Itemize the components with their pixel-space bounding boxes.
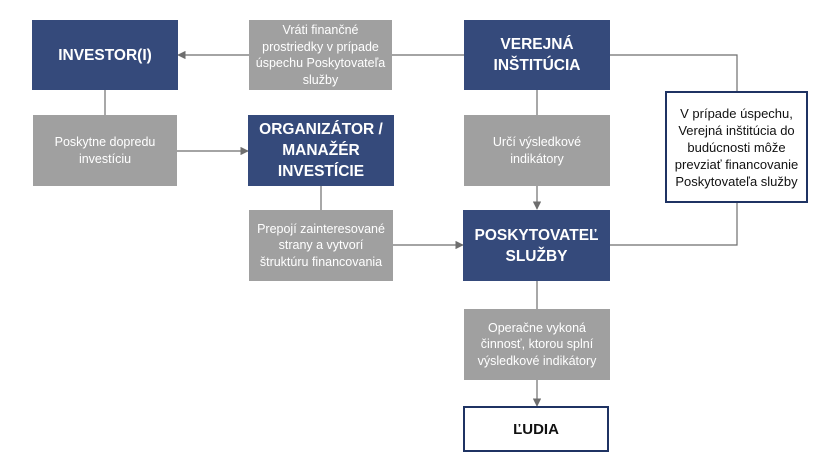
connector-institucia-to-note (610, 54, 738, 91)
poskytne-step: Poskytne dopredu investíciu (33, 115, 177, 186)
verejna-institucia-node: VEREJNÁ INŠTITÚCIA (464, 20, 610, 90)
prepoji-step: Prepojí zainteresované strany a vytvorí … (249, 210, 393, 281)
ludia-node: ĽUDIA (463, 406, 609, 452)
organizator-node: ORGANIZÁTOR / MANAŽÉR INVESTÍCIE (248, 115, 394, 186)
vrati-step: Vráti finančné prostriedky v prípade úsp… (249, 20, 392, 90)
connector-note-to-poskytovatel (610, 203, 738, 246)
poskytovatel-node: POSKYTOVATEĽ SLUŽBY (463, 210, 610, 281)
urci-step: Určí výsledkové indikátory (464, 115, 610, 186)
operacne-step: Operačne vykoná činnosť, ktorou splní vý… (464, 309, 610, 380)
prevzatie-financovania-note: V prípade úspechu, Verejná inštitúcia do… (665, 91, 808, 203)
investor-node: INVESTOR(I) (32, 20, 178, 90)
